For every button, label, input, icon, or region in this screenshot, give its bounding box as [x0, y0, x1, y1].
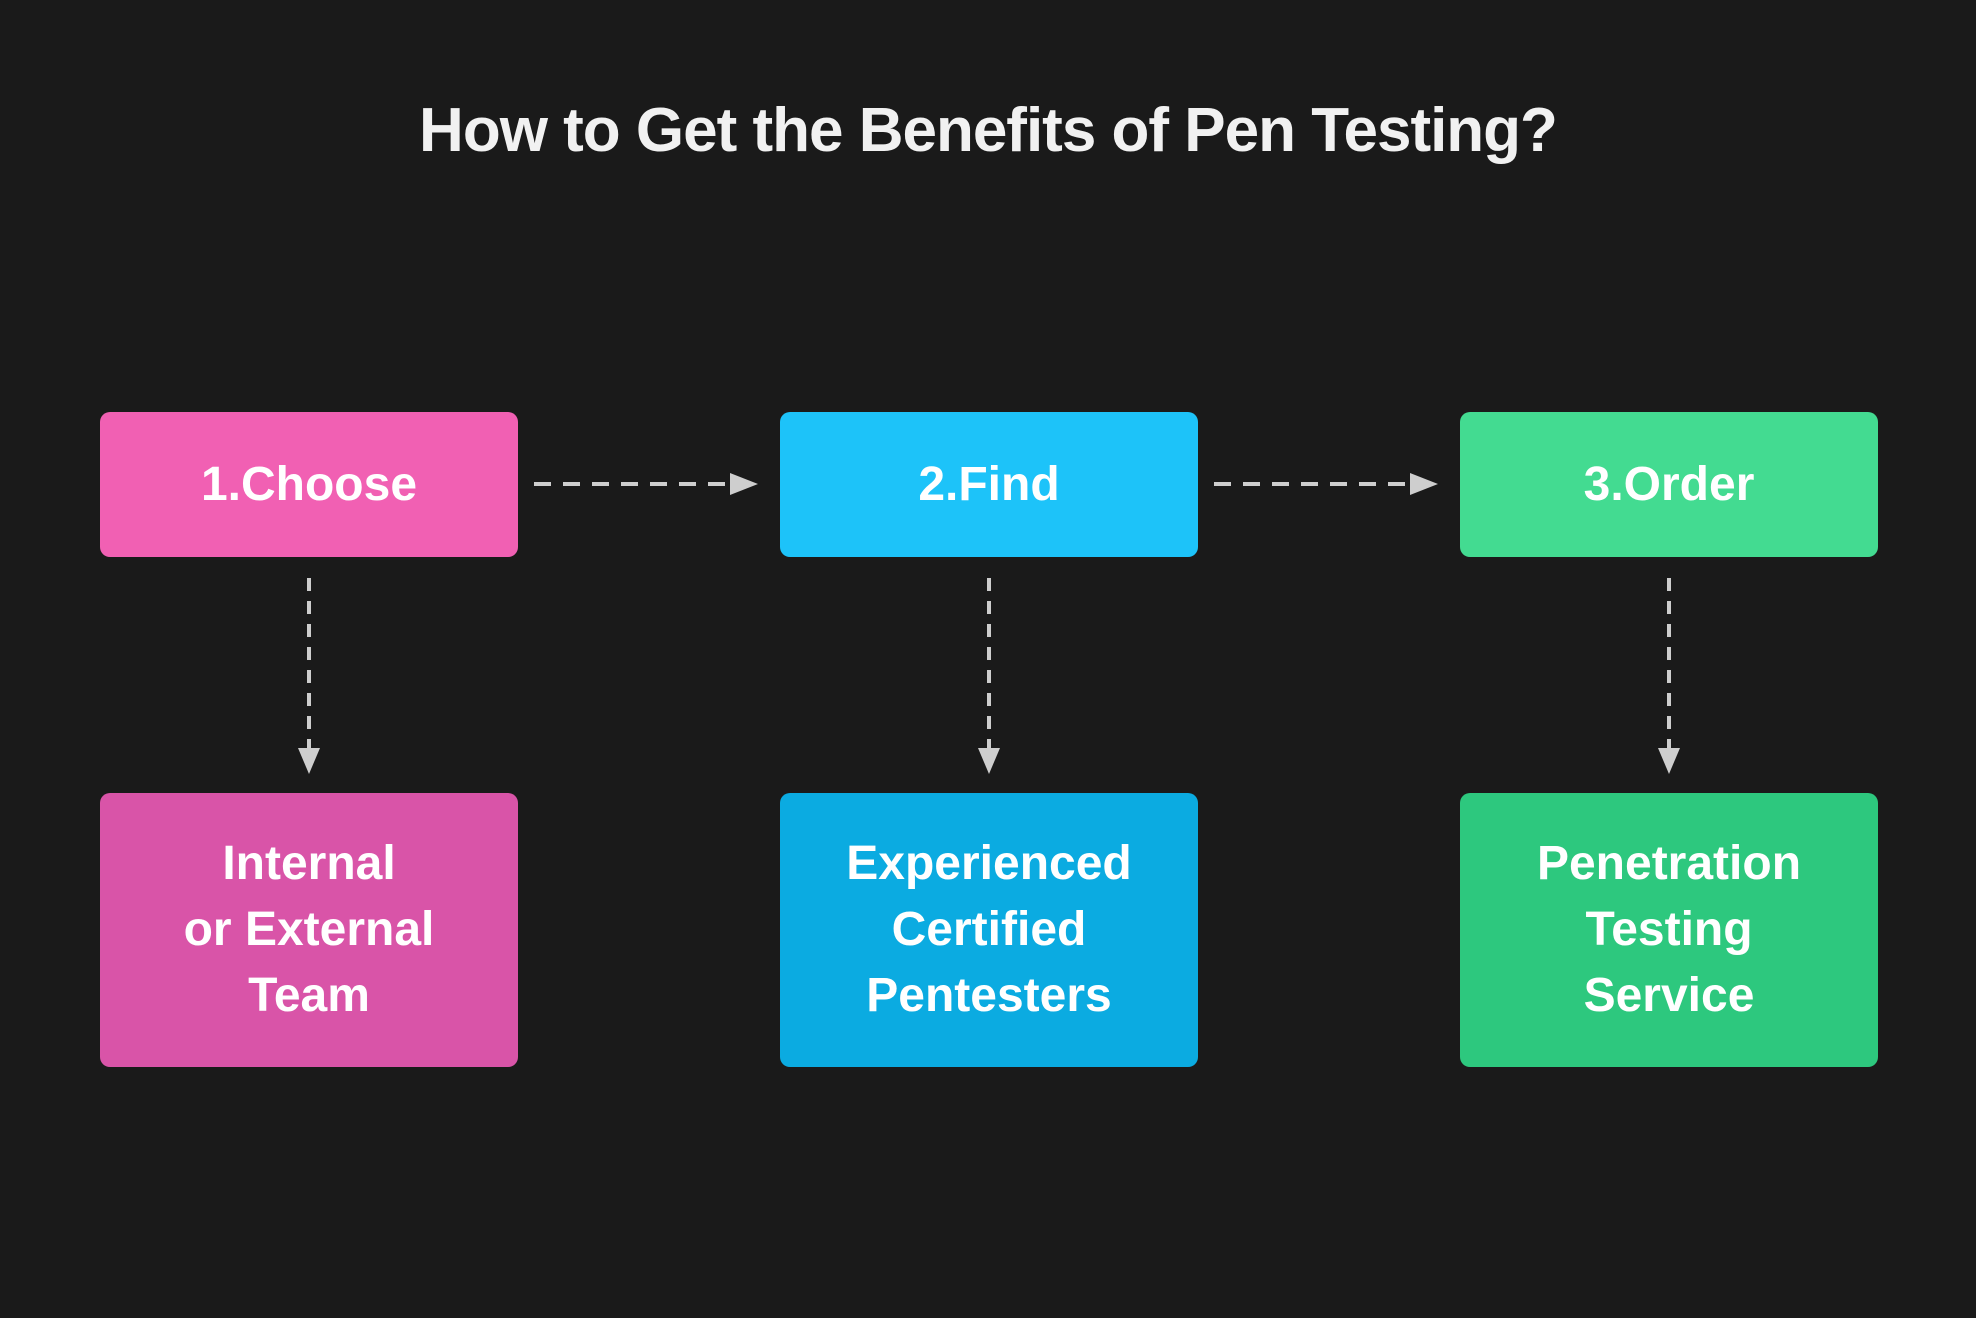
- step-3-label: 3.Order: [1583, 458, 1755, 511]
- arrow-down-choose-icon: [298, 578, 320, 774]
- detail-pentest-service-box: Penetration Testing Service: [1460, 793, 1878, 1067]
- detail-line: Service: [1583, 969, 1755, 1022]
- detail-line: Penetration: [1536, 837, 1802, 890]
- detail-internal-external-team-box: Internal or External Team: [100, 793, 518, 1067]
- arrow-down-find-icon: [978, 578, 1000, 774]
- page-title: How to Get the Benefits of Pen Testing?: [419, 96, 1558, 165]
- arrow-right-find-to-order-icon: [1214, 473, 1438, 495]
- step-3-order-box: 3.Order: [1460, 412, 1878, 557]
- detail-certified-pentesters-box: Experienced Certified Pentesters: [780, 793, 1198, 1067]
- detail-line: Internal: [222, 837, 396, 890]
- detail-line: Pentesters: [866, 969, 1112, 1022]
- detail-line: or External: [183, 903, 435, 956]
- step-1-label: 1.Choose: [200, 458, 418, 511]
- step-2-find-box: 2.Find: [780, 412, 1198, 557]
- detail-line: Experienced: [846, 837, 1132, 890]
- step-1-choose-box: 1.Choose: [100, 412, 518, 557]
- step-2-label: 2.Find: [918, 458, 1060, 511]
- arrow-down-order-icon: [1658, 578, 1680, 774]
- arrow-right-choose-to-find-icon: [534, 473, 758, 495]
- detail-line: Certified: [891, 903, 1087, 956]
- detail-line: Testing: [1585, 903, 1753, 956]
- detail-line: Team: [248, 969, 370, 1022]
